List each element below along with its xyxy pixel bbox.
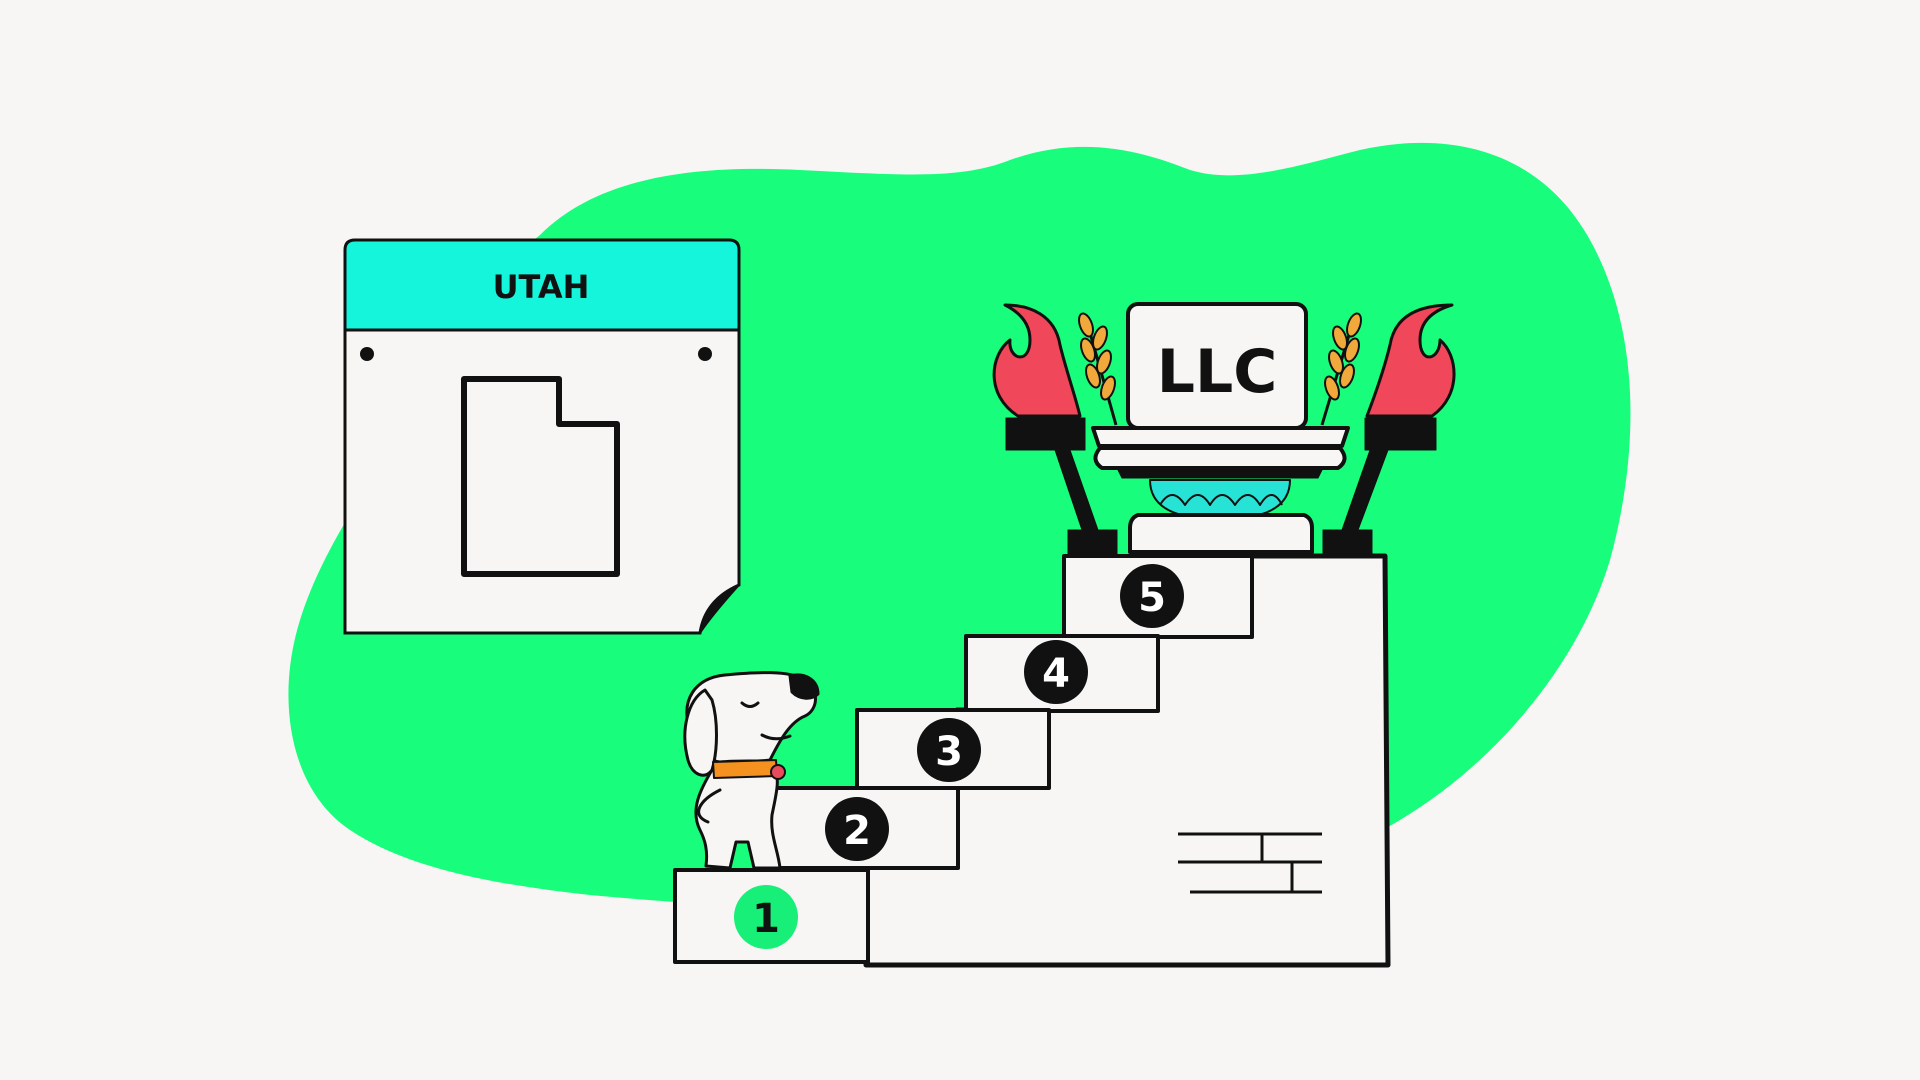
- wheat-icon: [1320, 312, 1362, 426]
- pin-right: [698, 347, 712, 361]
- llc-sign-text: LLC: [1157, 337, 1278, 407]
- step-badge-1: 1: [734, 885, 798, 949]
- step-badge-4: 4: [1024, 640, 1088, 704]
- card-curl: [699, 584, 740, 634]
- step-badge-2: 2: [825, 797, 889, 861]
- card-header: [343, 238, 741, 332]
- step-badge-shape: [825, 797, 889, 861]
- step-badge-shape: [1024, 640, 1088, 704]
- step-number: 3: [935, 729, 963, 775]
- wheat-icon: [1078, 312, 1118, 426]
- step-badge-shape: [1120, 564, 1184, 628]
- step-badge-3: 3: [917, 718, 981, 782]
- pedestal: LLC: [992, 302, 1456, 557]
- utah-map-icon: [461, 376, 620, 577]
- step-badge-shape: [734, 885, 798, 949]
- step-badge-5: 5: [1120, 564, 1184, 628]
- column-capital: [1091, 426, 1350, 448]
- lotus-icon: [1149, 479, 1291, 515]
- state-card-title: UTAH: [493, 268, 590, 306]
- step-number: 5: [1138, 575, 1166, 621]
- column-base: [1128, 513, 1314, 554]
- step-number: 2: [843, 808, 871, 854]
- step-number: 1: [752, 896, 780, 942]
- step-number: 4: [1042, 651, 1070, 697]
- torch-icon: [992, 303, 1118, 557]
- step-badge-shape: [917, 718, 981, 782]
- pin-left: [360, 347, 374, 361]
- dog-mascot-icon: [683, 671, 820, 870]
- torch-icon: [1322, 303, 1456, 557]
- state-card: UTAH: [343, 238, 741, 635]
